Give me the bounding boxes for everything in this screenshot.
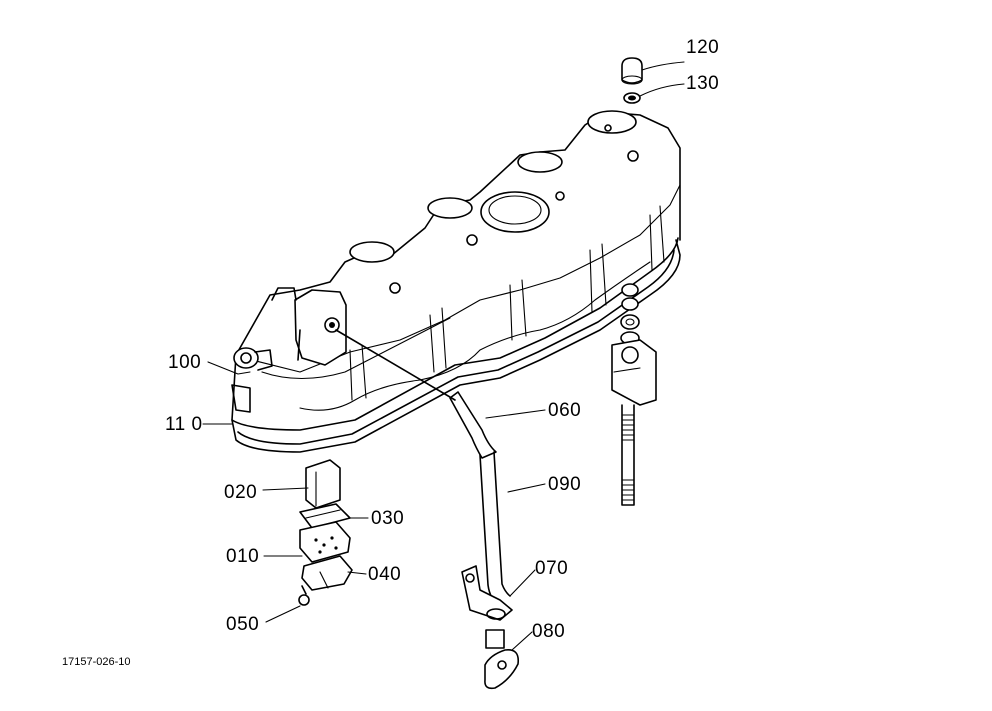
- label-020: 020: [224, 482, 257, 503]
- label-070: 070: [535, 558, 568, 579]
- label-130: 130: [686, 73, 719, 94]
- cover-nut-stack: [611, 57, 657, 506]
- label-080: 080: [532, 621, 565, 642]
- drawing-reference-number: 17157-026-10: [62, 656, 131, 668]
- label-060: 060: [548, 400, 581, 421]
- part-labels: 120 130 100 11 0 060 090 020 030 010 040…: [165, 37, 719, 642]
- breather-hose-pipe: [335, 329, 520, 690]
- cover-gasket: [231, 239, 681, 453]
- label-120: 120: [686, 37, 719, 58]
- label-040: 040: [368, 564, 401, 585]
- label-030: 030: [371, 508, 404, 529]
- label-090: 090: [548, 474, 581, 495]
- breather-assembly: [298, 459, 353, 606]
- valve-cover: [231, 110, 681, 431]
- label-100: 100: [168, 352, 201, 373]
- leader-lines: [202, 61, 685, 651]
- label-050: 050: [226, 614, 259, 635]
- label-110: 11 0: [165, 414, 203, 435]
- label-010: 010: [226, 546, 259, 567]
